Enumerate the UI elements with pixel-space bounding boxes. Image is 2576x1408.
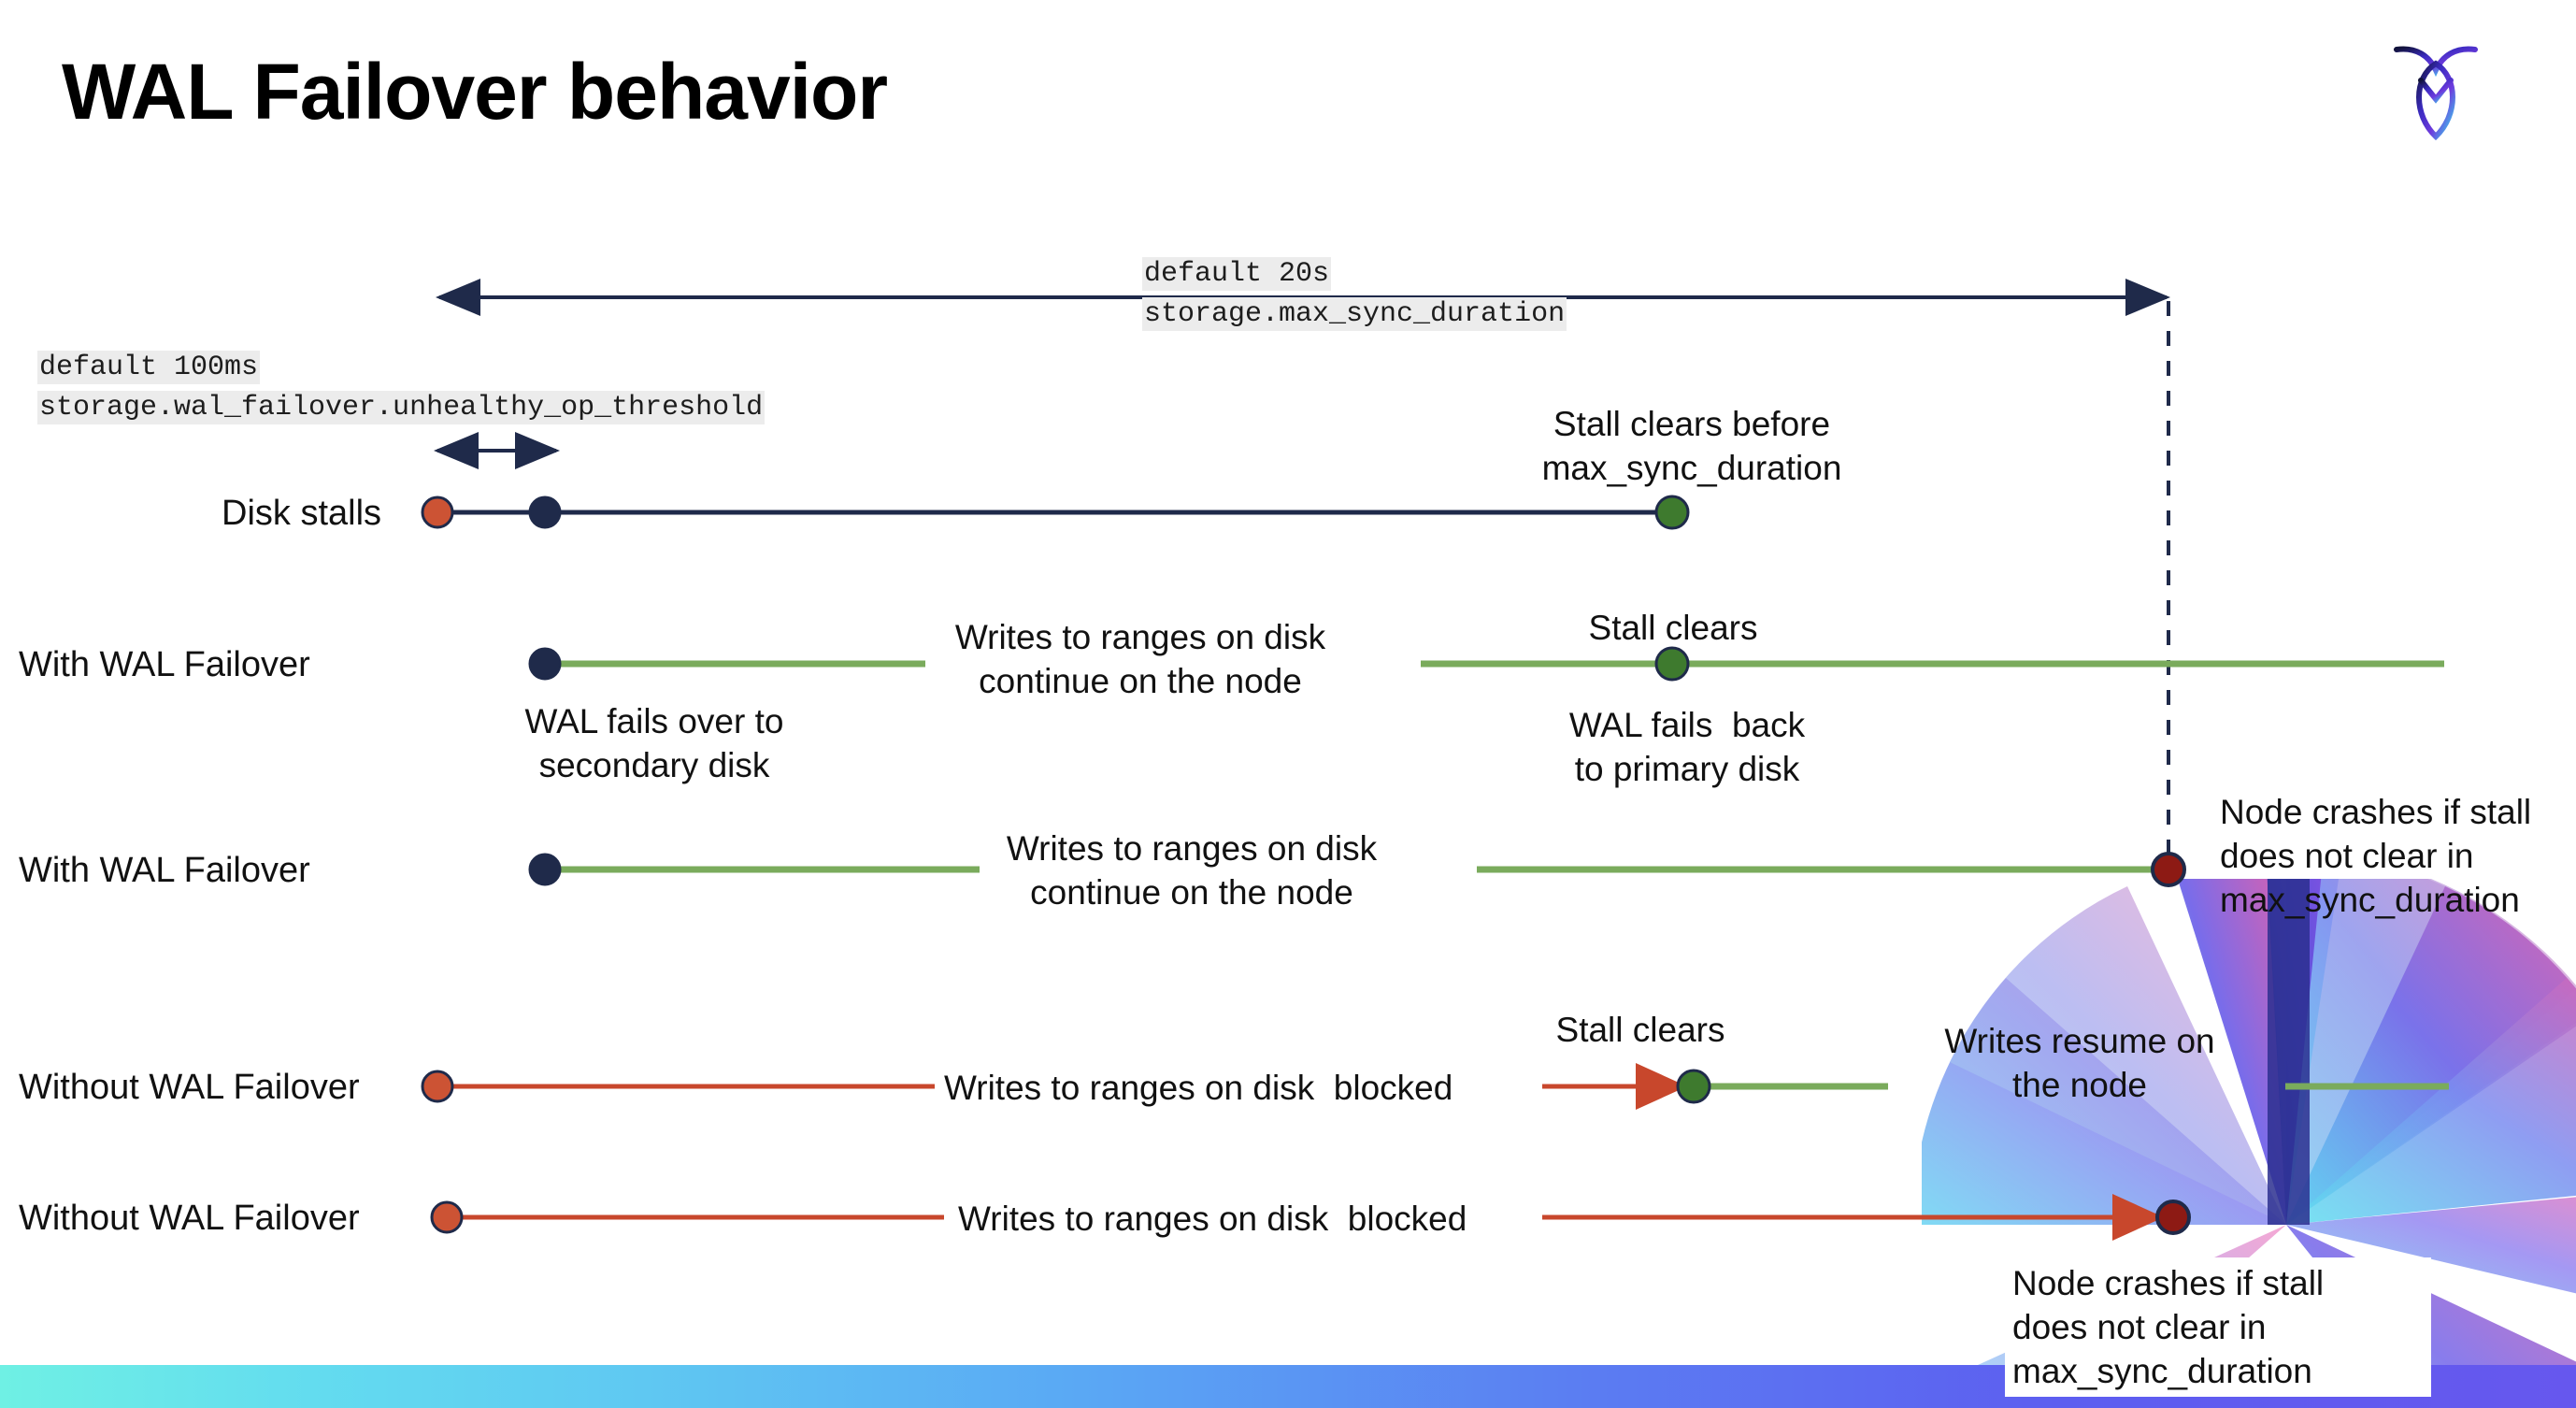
note-wal-fails-back-primary: WAL fails back to primary disk bbox=[1568, 706, 1806, 788]
unhealthy-op-default-label: default 100ms bbox=[37, 351, 261, 384]
timeline-row-without-wal-failover-clears bbox=[421, 1063, 2449, 1110]
note-writes-blocked-row5: Writes to ranges on disk blocked bbox=[958, 1200, 1467, 1238]
note-stall-clears-row4: Stall clears bbox=[1555, 1011, 1725, 1049]
row-label-without-wal-failover-clears: Without WAL Failover bbox=[19, 1068, 360, 1107]
note-writes-blocked-row4: Writes to ranges on disk blocked bbox=[944, 1069, 1453, 1107]
note-writes-continue-row2: Writes to ranges on disk continue on the… bbox=[954, 618, 1326, 700]
row-label-without-wal-failover-crash: Without WAL Failover bbox=[19, 1199, 360, 1238]
note-wal-fails-over-secondary: WAL fails over to secondary disk bbox=[524, 702, 784, 784]
row-label-disk-stalls: Disk stalls bbox=[222, 494, 382, 533]
timeline-row-disk-stalls bbox=[421, 495, 1690, 530]
note-node-crashes-row3: Node crashes if stall does not clear in … bbox=[2220, 793, 2532, 919]
marker-stall-start bbox=[421, 1070, 454, 1103]
marker-node-crash bbox=[2151, 852, 2186, 887]
row-label-with-wal-failover-crash: With WAL Failover bbox=[19, 851, 310, 890]
marker-node-crash bbox=[2155, 1200, 2191, 1235]
marker-stall-clears bbox=[1676, 1069, 1711, 1104]
unhealthy-op-threshold-annotation: default 100ms storage.wal_failover.unhea… bbox=[37, 348, 766, 428]
page-title: WAL Failover behavior bbox=[62, 48, 888, 136]
note-writes-resume-row4: Writes resume on the node bbox=[1944, 1022, 2215, 1104]
marker-failover-threshold bbox=[528, 496, 562, 529]
note-writes-continue-row3: Writes to ranges on disk continue on the… bbox=[1006, 829, 1378, 912]
marker-stall-start bbox=[421, 496, 454, 529]
marker-stall-clears bbox=[1654, 646, 1690, 682]
timeline-row-without-wal-failover-crash bbox=[430, 1194, 2191, 1241]
max-sync-setting-label: storage.max_sync_duration bbox=[1142, 297, 1567, 331]
max-sync-default-label: default 20s bbox=[1142, 257, 1332, 291]
note-stall-clears-before-max-sync: Stall clears before max_sync_duration bbox=[1541, 405, 1842, 487]
note-node-crashes-row5: Node crashes if stall does not clear in … bbox=[2005, 1257, 2431, 1397]
max-sync-duration-annotation: default 20s storage.max_sync_duration bbox=[1142, 254, 1567, 335]
timeline-row-with-wal-failover-crash bbox=[528, 852, 2186, 887]
timeline-row-with-wal-failover-clears bbox=[528, 646, 2444, 682]
marker-wal-failover bbox=[528, 647, 562, 681]
marker-wal-failover bbox=[528, 853, 562, 886]
row-label-with-wal-failover-clears: With WAL Failover bbox=[19, 645, 310, 684]
cockroach-labs-logo bbox=[2394, 46, 2478, 141]
unhealthy-op-setting-label: storage.wal_failover.unhealthy_op_thresh… bbox=[37, 391, 766, 424]
marker-stall-start bbox=[430, 1200, 464, 1234]
note-stall-clears-row2: Stall clears bbox=[1588, 609, 1758, 647]
marker-stall-clears bbox=[1654, 495, 1690, 530]
